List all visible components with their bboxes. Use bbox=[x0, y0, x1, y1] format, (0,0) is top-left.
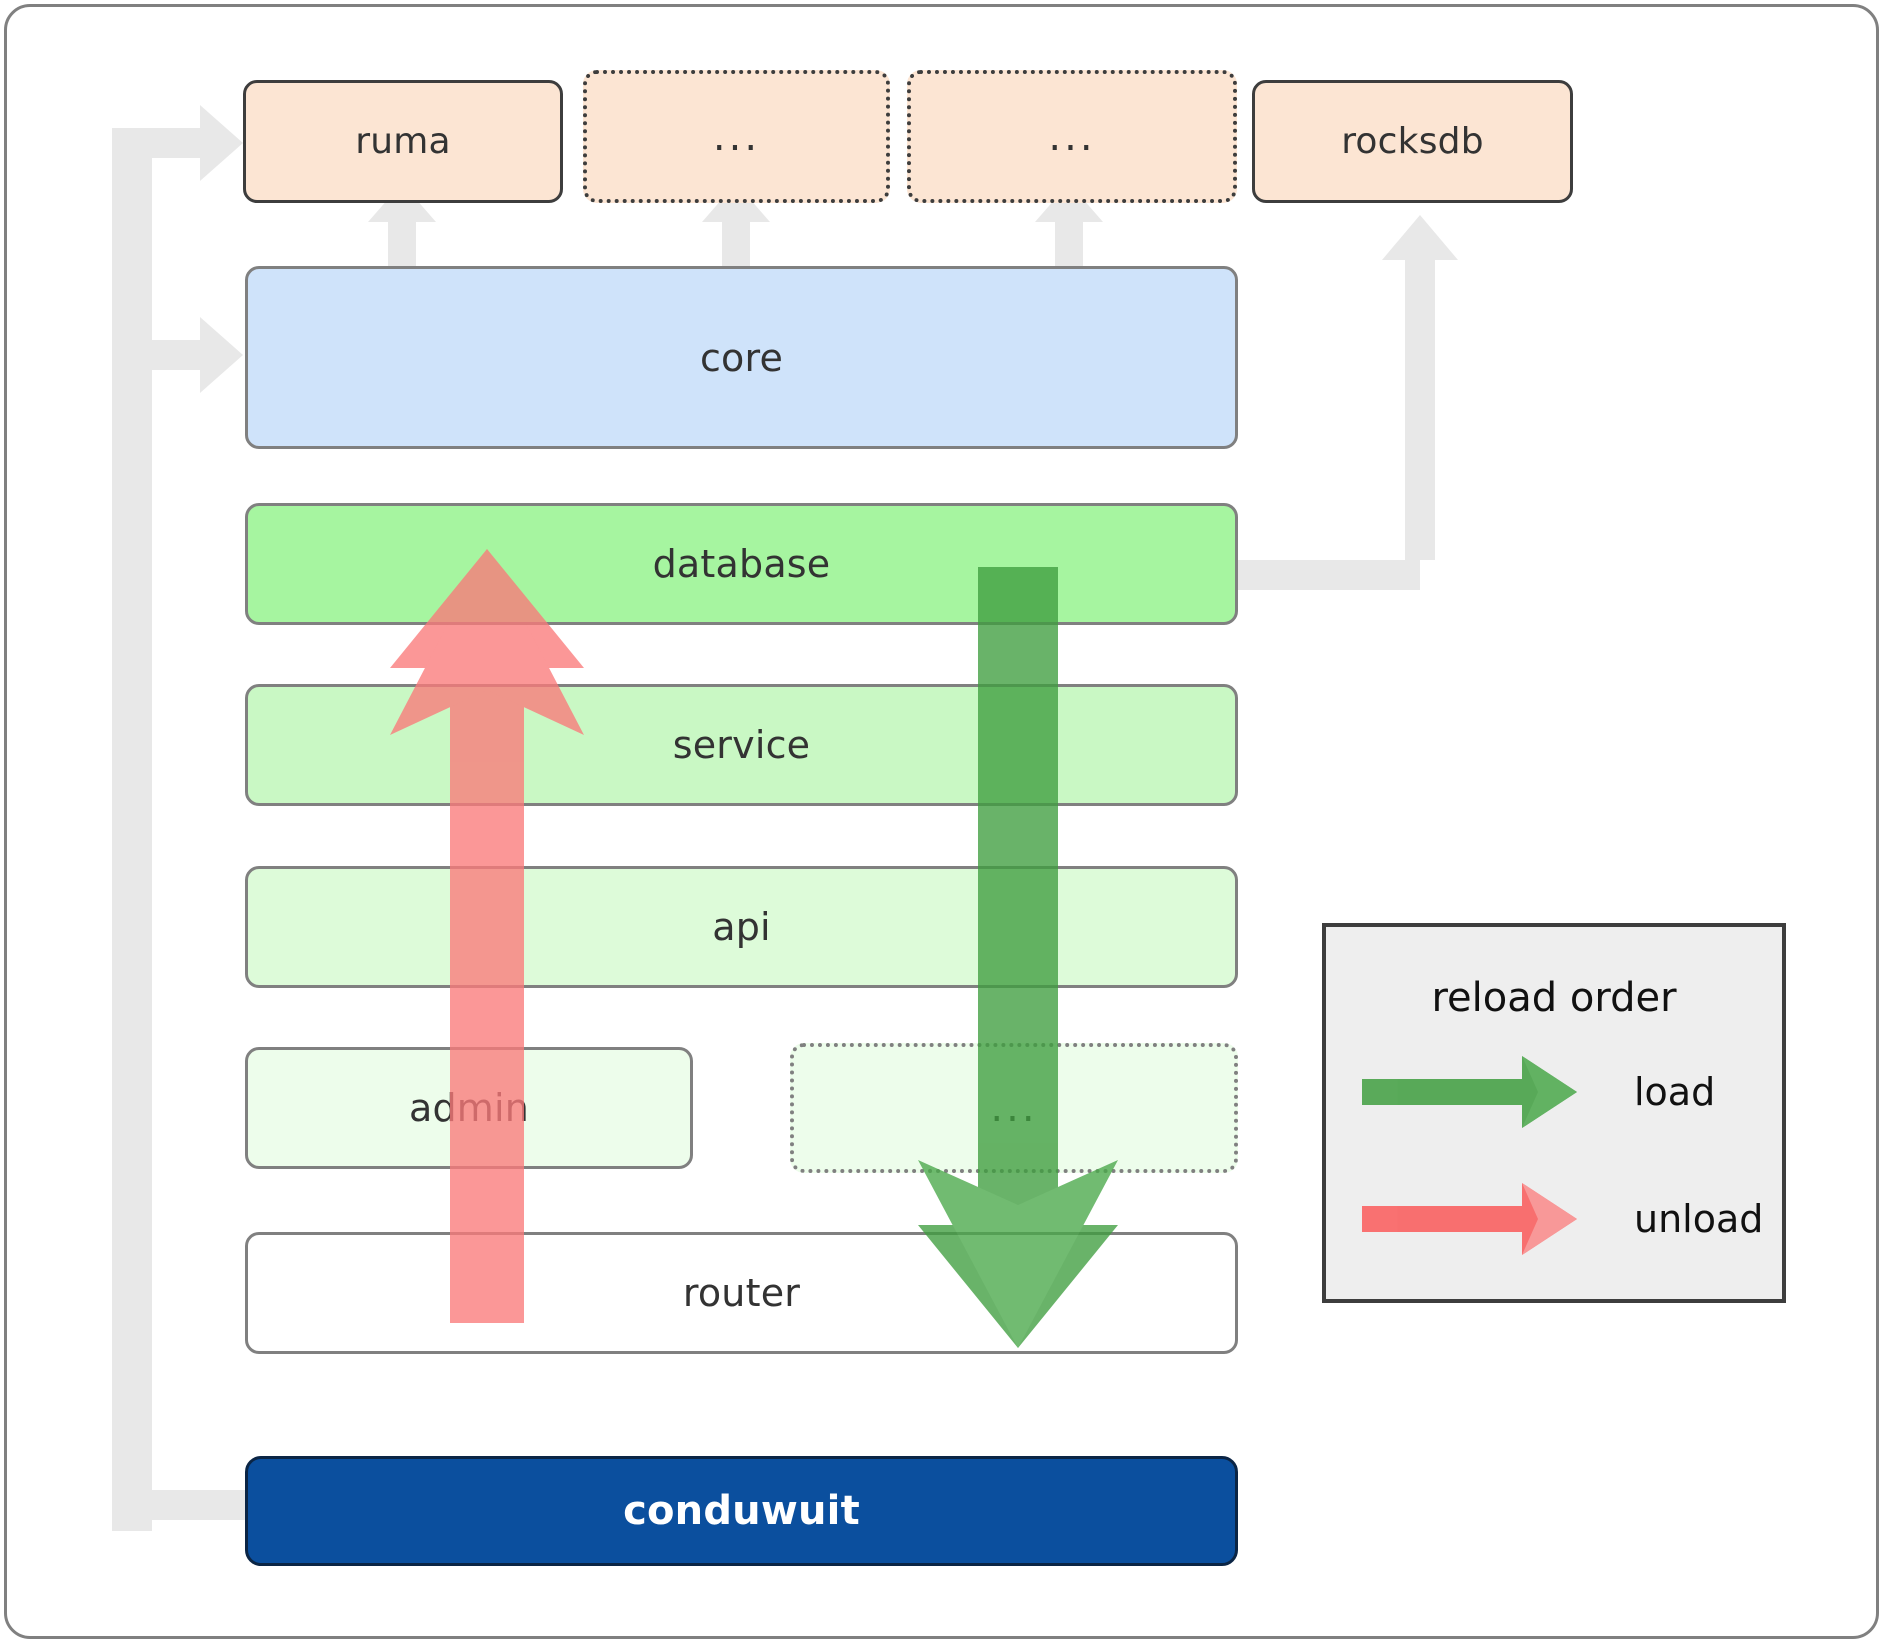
dependency-label: ... bbox=[712, 113, 761, 160]
layer-node-router[interactable]: router bbox=[245, 1232, 1238, 1354]
dependency-node-rocksdb[interactable]: rocksdb bbox=[1252, 80, 1573, 203]
layer-label: ... bbox=[990, 1085, 1038, 1131]
layer-node-api[interactable]: api bbox=[245, 866, 1238, 988]
core-label: core bbox=[699, 335, 784, 380]
legend-panel: reload order load unload bbox=[1322, 923, 1786, 1303]
layer-label: database bbox=[652, 542, 831, 586]
load-arrow-icon bbox=[1362, 1056, 1577, 1128]
legend-label-unload: unload bbox=[1634, 1197, 1764, 1241]
dependency-node-ellipsis-2[interactable]: ... bbox=[907, 70, 1237, 203]
dependency-label: ... bbox=[1048, 113, 1096, 160]
layer-node-admin[interactable]: admin bbox=[245, 1047, 693, 1169]
dependency-node-ruma[interactable]: ruma bbox=[243, 80, 563, 203]
dependency-label: rocksdb bbox=[1341, 121, 1484, 162]
legend-title: reload order bbox=[1431, 975, 1677, 1021]
layer-node-ellipsis[interactable]: ... bbox=[790, 1043, 1238, 1173]
diagram-frame bbox=[4, 4, 1879, 1639]
layer-label: admin bbox=[408, 1086, 530, 1130]
legend-row-unload: unload bbox=[1326, 1179, 1782, 1259]
layer-label: api bbox=[712, 905, 771, 949]
root-label: conduwuit bbox=[623, 1488, 860, 1534]
core-node[interactable]: core bbox=[245, 266, 1238, 449]
layer-label: router bbox=[682, 1271, 801, 1315]
layer-label: service bbox=[672, 723, 811, 767]
layer-node-database[interactable]: database bbox=[245, 503, 1238, 625]
unload-arrow-icon bbox=[1362, 1183, 1577, 1255]
root-node-conduwuit[interactable]: conduwuit bbox=[245, 1456, 1238, 1566]
legend-row-load: load bbox=[1326, 1052, 1782, 1132]
layer-node-service[interactable]: service bbox=[245, 684, 1238, 806]
dependency-node-ellipsis-1[interactable]: ... bbox=[583, 70, 890, 203]
legend-label-load: load bbox=[1634, 1070, 1716, 1114]
dependency-label: ruma bbox=[355, 121, 451, 162]
